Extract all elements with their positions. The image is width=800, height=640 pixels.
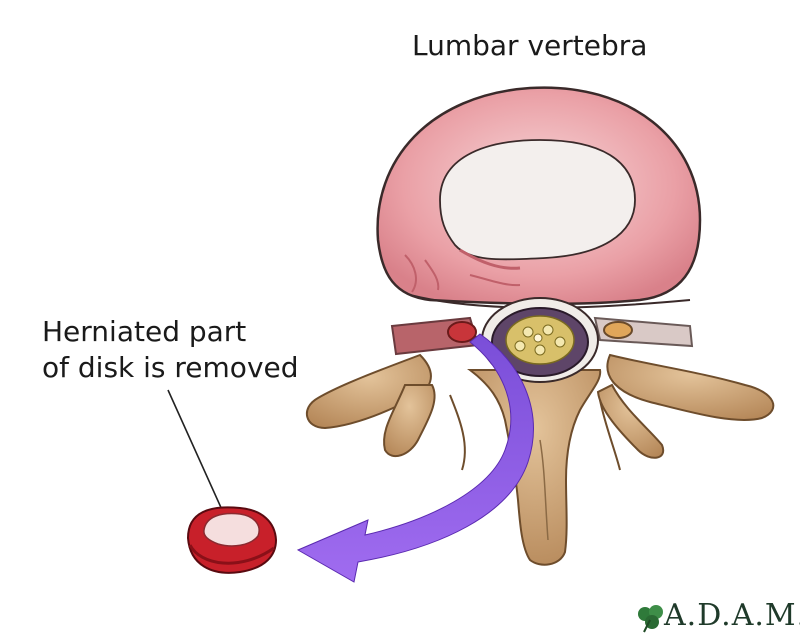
- spinal-canal: [481, 297, 599, 383]
- vertebra-bone: [306, 353, 775, 566]
- adam-logo-text: A.D.A.M.: [664, 598, 800, 633]
- vertebra-label: Lumbar vertebra: [412, 29, 648, 62]
- herniation-callout-label: Herniated part of disk is removed: [42, 314, 299, 386]
- clover-leaf-icon: [638, 605, 663, 633]
- removed-disk-fragment: [186, 506, 278, 574]
- removal-arrow: [296, 333, 534, 583]
- herniation-site: [447, 321, 477, 343]
- callout-line-1: Herniated part: [42, 315, 247, 348]
- intervertebral-disk: [376, 86, 702, 309]
- callout-line-2: of disk is removed: [42, 351, 299, 384]
